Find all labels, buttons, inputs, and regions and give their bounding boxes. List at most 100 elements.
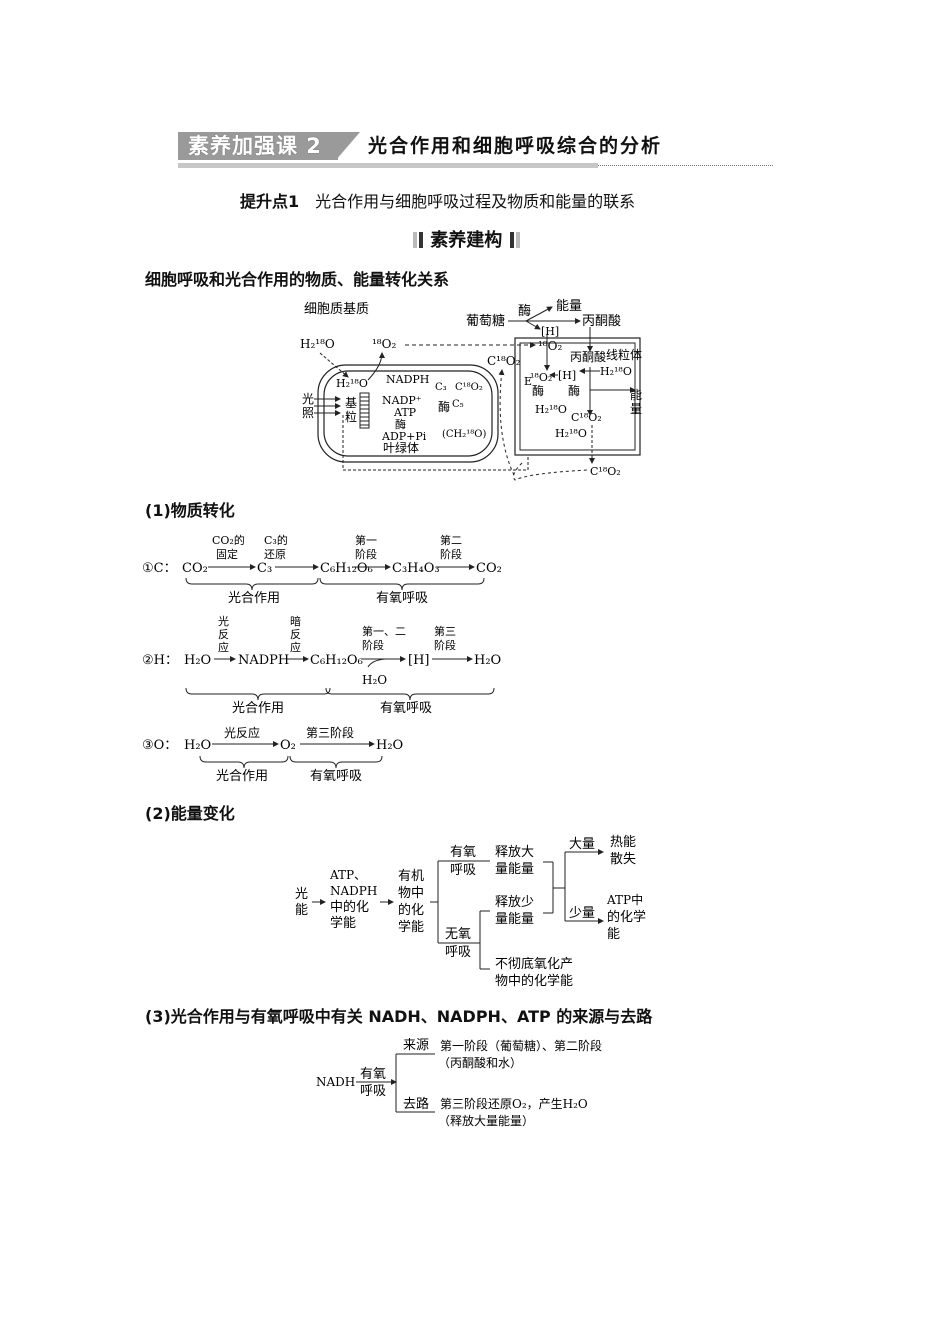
chapter-badge: 素养加强课 2 [178,132,338,160]
svg-text:光: 光 [302,392,314,406]
svg-text:呼吸: 呼吸 [450,863,476,878]
svg-text:H₂¹⁸O: H₂¹⁸O [535,403,567,416]
svg-text:（丙酮酸和水）: （丙酮酸和水） [438,1055,522,1070]
svg-text:有机: 有机 [398,869,424,884]
svg-text:第一阶段（葡萄糖）、第二阶段: 第一阶段（葡萄糖）、第二阶段 [440,1038,602,1053]
svg-text:来源: 来源 [403,1038,429,1053]
svg-text:叶绿体: 叶绿体 [383,440,419,455]
svg-text:物中: 物中 [398,886,424,901]
svg-text:光合作用: 光合作用 [216,769,268,784]
svg-text:C₅: C₅ [452,399,464,410]
svg-text:还原: 还原 [264,548,286,561]
svg-text:¹⁸O₂: ¹⁸O₂ [372,337,396,351]
svg-text:大量: 大量 [569,837,595,852]
svg-text:中的化: 中的化 [330,899,369,915]
banner-dotted-rule [598,165,773,166]
svg-text:阶段: 阶段 [440,547,462,561]
svg-text:CO₂: CO₂ [476,561,502,576]
cytoplasm-label: 细胞质基质 [304,302,369,317]
svg-text:第二: 第二 [440,533,462,547]
svg-text:¹⁸O₂: ¹⁸O₂ [530,371,552,384]
svg-text:暗: 暗 [290,614,301,628]
banner-rule [178,163,598,168]
svg-text:ADP+Pi: ADP+Pi [381,430,427,443]
svg-text:光: 光 [218,614,229,628]
svg-text:不彻底氧化产: 不彻底氧化产 [495,956,573,972]
svg-text:学能: 学能 [330,915,356,931]
svg-text:C₆H₁₂O₆: C₆H₁₂O₆ [310,653,363,668]
svg-text:丙酮酸: 丙酮酸 [582,314,621,329]
svg-text:散失: 散失 [610,852,636,867]
cell-diagram: 细胞质基质 H₂¹⁸O H₂¹⁸O NADPH NADP⁺ ATP 酶 ADP+… [300,299,642,481]
svg-text:阶段: 阶段 [362,638,384,652]
svg-text:热能: 热能 [610,835,636,850]
svg-text:酶: 酶 [438,399,450,414]
svg-text:③O：: ③O： [142,738,177,753]
svg-text:粒: 粒 [345,409,357,424]
svg-text:[H]: [H] [541,325,559,338]
svg-text:CO₂的: CO₂的 [212,533,245,547]
svg-text:阶段: 阶段 [434,638,456,652]
svg-text:能: 能 [607,927,620,942]
svg-text:C¹⁸O₂: C¹⁸O₂ [571,411,602,424]
svg-text:C¹⁸O₂: C¹⁸O₂ [455,382,483,393]
svg-text:第三: 第三 [434,624,456,638]
svg-text:呼吸: 呼吸 [445,945,471,960]
svg-text:[H]: [H] [558,369,576,382]
svg-text:呼吸: 呼吸 [360,1084,386,1099]
energy-heading: (2)能量变化 [145,804,235,823]
svg-text:C₃: C₃ [257,561,272,576]
svg-text:C¹⁸O₂: C¹⁸O₂ [590,465,621,478]
svg-text:H₂¹⁸O: H₂¹⁸O [600,365,632,378]
svg-text:有氧呼吸: 有氧呼吸 [376,591,428,606]
svg-text:H₂¹⁸O: H₂¹⁸O [300,337,335,351]
svg-text:NADPH: NADPH [386,373,429,386]
banner-slant [336,132,360,160]
svg-text:酶: 酶 [395,418,406,431]
svg-text:ATP中: ATP中 [606,892,643,907]
svg-text:第一: 第一 [355,533,377,547]
svg-text:阶段: 阶段 [355,547,377,561]
svg-text:酶: 酶 [532,383,544,398]
nadh-diagram: NADH 有氧 呼吸 来源 去路 第一阶段（葡萄糖）、第二阶段 （丙酮酸和水） … [316,1038,602,1128]
svg-text:②H：: ②H： [142,653,178,668]
energy-flow-diagram: 光能 ATP、 NADPH 中的化 学能 有机 物中 的化 学能 有氧 呼吸 无… [295,835,646,989]
svg-text:学能: 学能 [398,919,424,935]
svg-text:C₃的: C₃的 [264,533,288,547]
svg-text:C¹⁸O₂: C¹⁸O₂ [487,354,521,368]
svg-text:反: 反 [218,628,229,641]
svg-text:光合作用: 光合作用 [228,591,280,606]
svg-text:ATP: ATP [393,406,417,419]
svg-text:H₂O: H₂O [362,673,387,687]
hydrogen-flow: 光反应 暗反应 ②H： H₂O NADPH C₆H₁₂O₆ 第一、二阶段 H₂O… [142,614,501,716]
svg-text:照: 照 [302,406,314,420]
svg-text:[H]: [H] [408,653,429,668]
svg-text:有氧: 有氧 [450,845,476,860]
svg-text:应: 应 [290,640,301,654]
svg-text:的化: 的化 [398,902,424,918]
svg-text:(CH₂¹⁸O): (CH₂¹⁸O) [442,429,486,440]
svg-text:无氧: 无氧 [445,927,471,942]
svg-text:基: 基 [345,396,357,410]
material-heading: (1)物质转化 [145,501,235,520]
svg-text:量能量: 量能量 [495,912,534,927]
svg-text:O₂: O₂ [280,738,296,753]
svg-text:应: 应 [218,640,229,654]
svg-text:有氧呼吸: 有氧呼吸 [310,769,362,784]
svg-text:少量: 少量 [569,906,595,921]
svg-text:（释放大量能量）: （释放大量能量） [438,1113,534,1128]
svg-text:H₂¹⁸O: H₂¹⁸O [336,377,368,390]
svg-text:反: 反 [290,628,301,641]
svg-text:C₃: C₃ [435,382,447,393]
svg-text:能: 能 [295,903,308,918]
svg-text:能量: 能量 [556,299,582,314]
svg-text:NADPH: NADPH [238,653,289,668]
svg-text:葡萄糖: 葡萄糖 [466,313,505,329]
svg-text:去路: 去路 [403,1096,429,1112]
svg-text:H₂¹⁸O: H₂¹⁸O [555,427,587,440]
svg-text:C₆H₁₂O₆: C₆H₁₂O₆ [320,561,373,576]
chapter-title: 光合作用和细胞呼吸综合的分析 [368,135,663,157]
section-heading: 细胞呼吸和光合作用的物质、能量转化关系 [145,270,450,289]
svg-text:酶: 酶 [568,383,580,398]
